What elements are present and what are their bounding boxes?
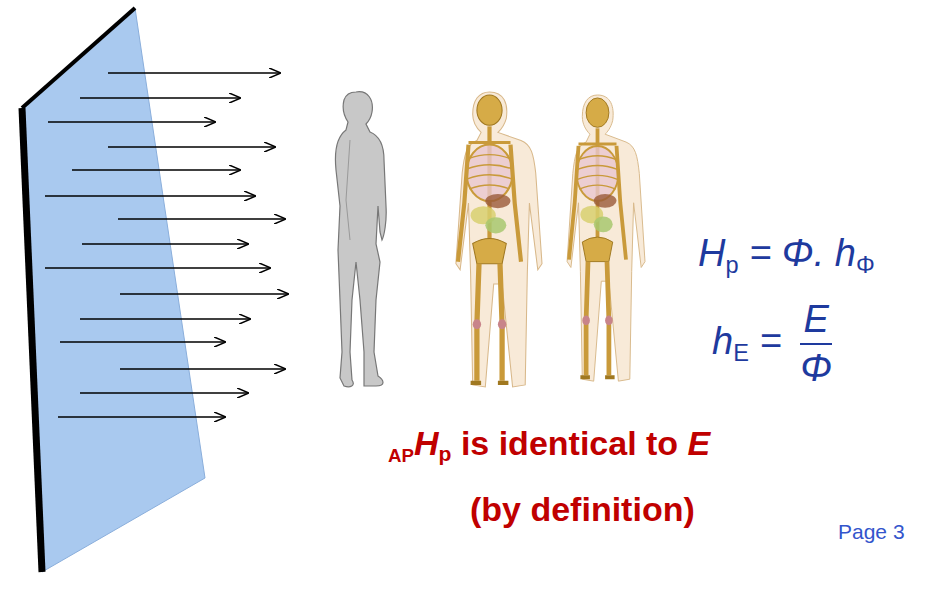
- statement-text: is identical to: [461, 424, 678, 462]
- subscript: p: [439, 442, 452, 465]
- female-phantom: [567, 95, 645, 381]
- symbol: h: [712, 320, 733, 362]
- arm-outline: [346, 140, 350, 240]
- fraction: E Φ: [800, 298, 832, 390]
- symbol: E: [688, 424, 711, 462]
- subscript: E: [733, 340, 749, 366]
- formula-text: =: [759, 320, 781, 362]
- symbol: H: [414, 424, 439, 462]
- statement: APHp is identical to E: [388, 424, 710, 463]
- statement-text: (by definition): [470, 490, 695, 528]
- symbol: H: [698, 232, 725, 274]
- numerator: E: [800, 298, 832, 341]
- subscript: Φ: [856, 252, 875, 278]
- human-silhouette: [335, 92, 386, 387]
- page-number: Page 3: [838, 520, 905, 544]
- formula: hE = E Φ: [712, 298, 832, 390]
- prefix: AP: [388, 445, 414, 466]
- page-number: Page 3: [838, 520, 905, 543]
- formula: Hp = Φ. hΦ: [698, 232, 875, 275]
- denominator: Φ: [800, 347, 832, 390]
- plane-edge: [22, 108, 42, 572]
- source-plane: [22, 8, 205, 572]
- statement: (by definition): [470, 490, 695, 529]
- plane-edge: [22, 8, 135, 108]
- male-phantom: [456, 92, 542, 387]
- formula-text: = Φ. h: [749, 232, 856, 274]
- beam-arrows: [45, 73, 288, 417]
- subscript: p: [725, 252, 738, 278]
